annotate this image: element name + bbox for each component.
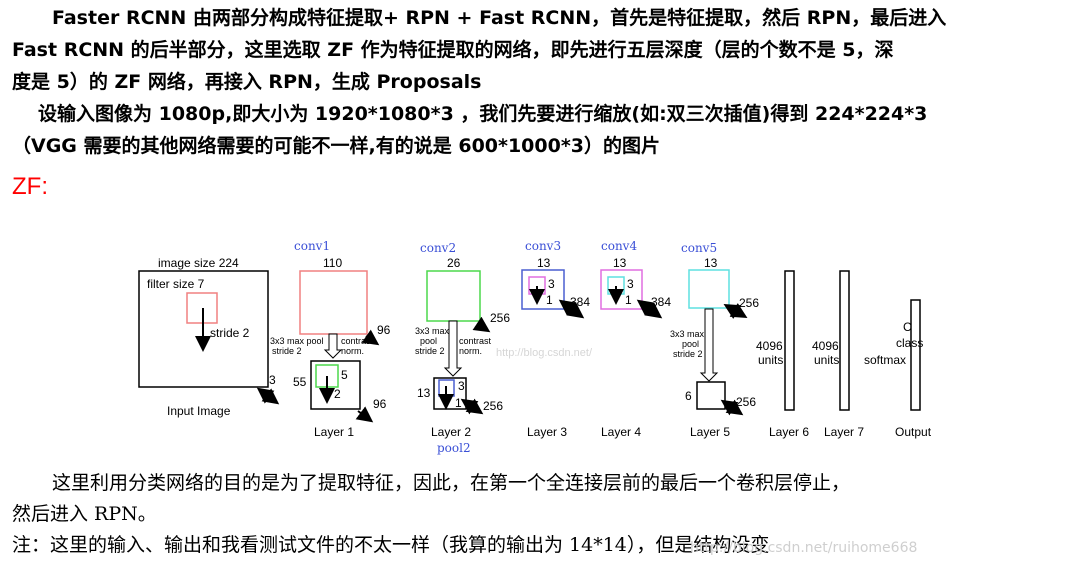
layer7-units-label: units: [814, 353, 839, 367]
output-c: C: [903, 320, 912, 334]
conv1-pool-note: 3x3 max pool: [270, 336, 324, 346]
conv2-title: conv2: [420, 241, 456, 255]
conv2-feature-map: [426, 270, 481, 322]
pool5-depth-arrow: [720, 399, 744, 416]
layer7-caption: Layer 7: [824, 425, 864, 439]
conv4-inner-size: 3: [627, 277, 634, 291]
conclusion-line-3: 注：这里的输入、输出和我看测试文件的不太一样（我算的输出为 14*14），但是结…: [12, 534, 770, 556]
conv5-pool-note: 3x3 max: [670, 329, 705, 339]
pool2-label: pool2: [437, 441, 471, 455]
conv2-pool-note-2: pool: [420, 336, 437, 346]
conv1-title: conv1: [294, 239, 330, 253]
intro-paragraph: Faster RCNN 由两部分构成特征提取+ RPN + Fast RCNN，…: [12, 2, 1072, 162]
intro-line-3: 度是 5）的 ZF 网络，再接入 RPN，生成 Proposals: [12, 71, 482, 93]
zf-architecture-diagram: image size 224 filter size 7 stride 2 3 …: [138, 239, 932, 455]
pool2-stride: 1: [455, 396, 462, 410]
layer3-caption: Layer 3: [527, 425, 567, 439]
conv1-size: 110: [323, 256, 342, 270]
pool1-depth-arrow: [355, 406, 374, 423]
layer6-units-label: units: [758, 353, 783, 367]
input-caption: Input Image: [167, 404, 231, 418]
layer7-units-number: 4096: [812, 339, 839, 353]
conv2-size: 26: [447, 256, 461, 270]
conclusion-paragraph: 这里利用分类网络的目的是为了提取特征，因此，在第一个全连接层前的最后一个卷积层停…: [12, 468, 1072, 561]
conv1-depth: 96: [377, 323, 391, 337]
conv1-pool-stride: stride 2: [272, 346, 302, 356]
conv2-down-arrow: [443, 320, 463, 377]
layer6-caption: Layer 6: [769, 425, 809, 439]
conv3-title: conv3: [525, 239, 561, 253]
input-image-box: [138, 270, 269, 388]
conv3-depth-arrow: [558, 299, 585, 319]
pool1-stride: 2: [334, 387, 341, 401]
pool5-depth: 256: [736, 395, 756, 409]
pool1-depth: 96: [373, 397, 387, 411]
intro-line-1: Faster RCNN 由两部分构成特征提取+ RPN + Fast RCNN，…: [52, 7, 947, 29]
pool2-size: 13: [417, 386, 431, 400]
conv4-feature-map: [600, 269, 643, 310]
layer2-caption: Layer 2: [431, 425, 471, 439]
conv3-size: 13: [537, 256, 551, 270]
conv1-norm-note-2: norm.: [341, 346, 364, 356]
conv3-feature-map: [521, 269, 565, 310]
conv1-norm-note: contrast: [341, 336, 374, 346]
bottom-watermark: http://blog.csdn.net/ruihome668: [690, 540, 918, 556]
conv2-depth: 256: [490, 311, 510, 325]
conv2-depth-arrow: [472, 316, 491, 333]
conv2-norm-note: contrast: [459, 336, 492, 346]
conv1-depth-arrow: [361, 329, 380, 346]
conv4-depth-arrow: [636, 299, 663, 319]
conv4-title: conv4: [601, 239, 637, 253]
output-bar: [910, 299, 921, 411]
conv2-pool-note: 3x3 max: [415, 326, 450, 336]
output-softmax-label: softmax: [864, 353, 906, 367]
conv5-title: conv5: [681, 241, 717, 255]
conv1-feature-map: [299, 270, 368, 335]
output-class-label: class: [896, 336, 923, 350]
input-size-label: image size 224: [158, 256, 239, 270]
layer7-fc-bar: [839, 270, 850, 411]
output-caption: Output: [895, 425, 932, 439]
pool1-feature-map: [310, 360, 361, 410]
pool2-depth: 256: [483, 399, 503, 413]
pool5-feature-map: [696, 381, 726, 410]
conv5-feature-map: [688, 269, 730, 309]
intro-line-4: 设输入图像为 1080p,即大小为 1920*1080*3 ，我们先要进行缩放(…: [38, 103, 928, 125]
pool5-size: 6: [685, 389, 692, 403]
conv5-pool-stride: stride 2: [673, 349, 703, 359]
intro-line-2: Fast RCNN 的后半部分，这里选取 ZF 作为特征提取的网络，即先进行五层…: [12, 39, 894, 61]
input-depth-arrow: [256, 387, 280, 405]
conv5-depth-arrow: [723, 303, 748, 319]
conv2-norm-note-2: norm.: [459, 346, 482, 356]
layer1-caption: Layer 1: [314, 425, 354, 439]
conv4-size: 13: [613, 256, 627, 270]
conv5-pool-note-2: pool: [682, 339, 699, 349]
input-filter-label: filter size 7: [147, 277, 205, 291]
conv3-stride: 1: [546, 293, 553, 307]
layer5-caption: Layer 5: [690, 425, 730, 439]
input-stride-label: stride 2: [210, 326, 250, 340]
input-depth-label: 3: [269, 373, 276, 387]
conv2-pool-stride: stride 2: [415, 346, 445, 356]
pool1-inner-size: 5: [341, 368, 348, 382]
conv4-stride: 1: [625, 293, 632, 307]
conv5-down-arrow: [699, 308, 719, 382]
pool2-depth-arrow: [460, 398, 484, 415]
layer6-fc-bar: [784, 270, 795, 411]
conv5-depth: 256: [739, 296, 759, 310]
section-heading: ZF:: [12, 173, 48, 200]
pool2-inner-size: 3: [458, 379, 465, 393]
conclusion-line-2: 然后进入 RPN。: [12, 503, 157, 525]
layer6-units-number: 4096: [756, 339, 783, 353]
conv3-depth: 384: [570, 295, 590, 309]
diagram-watermark: http://blog.csdn.net/: [496, 347, 593, 359]
conv4-depth: 384: [651, 295, 671, 309]
conv1-down-arrow: [323, 333, 343, 359]
conv5-size: 13: [704, 256, 718, 270]
pool1-size: 55: [293, 375, 307, 389]
conclusion-line-1: 这里利用分类网络的目的是为了提取特征，因此，在第一个全连接层前的最后一个卷积层停…: [52, 472, 851, 494]
intro-line-5: （VGG 需要的其他网络需要的可能不一样,有的说是 600*1000*3）的图片: [12, 135, 660, 157]
layer4-caption: Layer 4: [601, 425, 641, 439]
conv3-inner-size: 3: [548, 277, 555, 291]
